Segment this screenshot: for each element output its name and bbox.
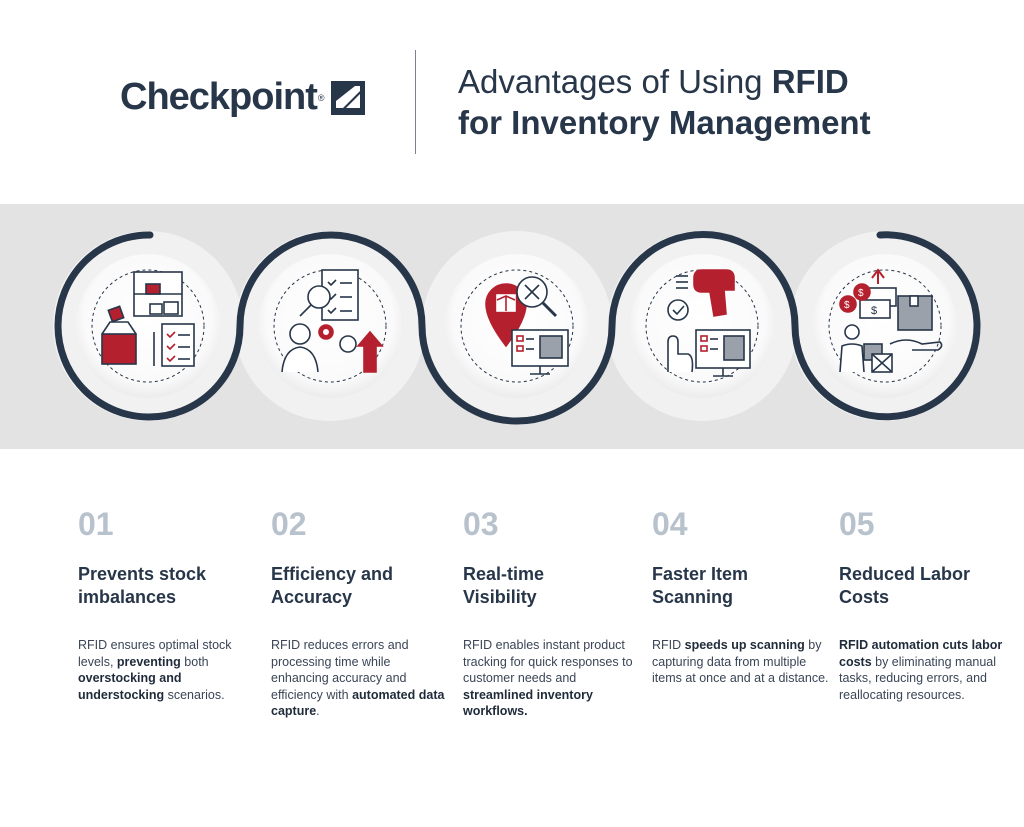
header: Checkpoint ® Advantages of Using RFID fo… [0, 0, 1024, 200]
advantage-heading: Reduced Labor Costs [839, 563, 1019, 613]
advantage-02: 02 Efficiency and Accuracy RFID reduces … [271, 505, 451, 720]
advantage-description: RFID automation cuts labor costs by elim… [839, 637, 1019, 703]
heading-line-1: Efficiency and [271, 564, 394, 584]
heading-line-2: Visibility [463, 587, 537, 607]
connector-wave [54, 231, 981, 425]
icon-band-graphic: $ $ $ [53, 231, 981, 425]
rfid-scanner-monitor-hand-icon [667, 269, 751, 377]
heading-line-1: Real-time [463, 564, 545, 584]
description-text: RFID ensures optimal stock levels, [78, 638, 232, 669]
advantage-01: 01 Prevents stock imbalances RFID ensure… [78, 505, 258, 703]
advantage-description: RFID ensures optimal stock levels, preve… [78, 637, 258, 703]
worker-checklist-gear-arrow-icon [281, 269, 384, 373]
svg-text:$: $ [858, 288, 864, 299]
heading-line-1: Reduced Labor [839, 564, 971, 584]
heading-line-2: Scanning [652, 587, 734, 607]
advantage-04: 04 Faster Item Scanning RFID speeds up s… [652, 505, 832, 687]
advantage-heading: Efficiency and Accuracy [271, 563, 451, 613]
advantage-03: 03 Real-time Visibility RFID enables ins… [463, 505, 643, 720]
description-text: RFID enables instant product tracking fo… [463, 638, 633, 685]
description-text: scenarios. [164, 687, 225, 702]
description-emphasis: overstocking and understocking [78, 671, 182, 702]
logo-wordmark: Checkpoint [120, 76, 318, 118]
advantage-number: 03 [463, 506, 499, 542]
description-emphasis: automated data capture [271, 687, 445, 719]
icon-band: $ $ $ [0, 204, 1024, 449]
heading-line-1: Faster Item [652, 564, 749, 584]
description-emphasis: speeds up scanning [684, 638, 805, 652]
warehouse-shelf-boxes-checklist-icon [101, 271, 195, 367]
heading-line-1: Prevents stock [78, 564, 207, 584]
registered-mark: ® [317, 92, 325, 103]
description-text: . [316, 704, 320, 718]
heading-line-2: Costs [839, 587, 890, 607]
advantage-number: 01 [78, 506, 114, 542]
description-text: RFID [652, 638, 685, 652]
advantage-number: 05 [839, 506, 875, 542]
checkpoint-logo-icon [330, 80, 365, 115]
advantage-number: 02 [271, 506, 307, 542]
location-pin-magnifier-monitor-icon [485, 276, 569, 375]
description-text: both [180, 654, 209, 669]
svg-text:$: $ [844, 300, 850, 311]
checkpoint-logo[interactable]: Checkpoint ® [120, 76, 365, 119]
title-prefix: Advantages of Using [458, 63, 772, 100]
advantage-heading: Real-time Visibility [463, 563, 643, 613]
heading-line-2: Accuracy [271, 587, 353, 607]
advantage-description: RFID enables instant product tracking fo… [463, 637, 643, 720]
money-worker-box-hand-icon: $ $ $ [839, 268, 943, 373]
description-emphasis: streamlined inventory workflows. [463, 687, 593, 719]
advantage-heading: Prevents stock imbalances [78, 563, 258, 613]
description-text: by capturing data from multiple items at… [652, 638, 829, 685]
advantage-05: 05 Reduced Labor Costs RFID automation c… [839, 505, 1019, 703]
title-line-2: for Inventory Management [458, 104, 871, 141]
description-emphasis: RFID automation cuts labor costs [839, 638, 1003, 669]
description-text: RFID reduces errors and processing time … [271, 638, 409, 702]
page-title: Advantages of Using RFID for Inventory M… [458, 62, 998, 144]
advantage-number: 04 [652, 506, 688, 542]
heading-line-2: imbalances [78, 587, 177, 607]
description-emphasis: preventing [116, 654, 181, 669]
advantage-description: RFID speeds up scanning by capturing dat… [652, 637, 832, 687]
svg-text:$: $ [871, 305, 877, 317]
header-divider [415, 50, 416, 154]
description-text: by eliminating manual tasks, reducing er… [839, 654, 997, 702]
advantage-heading: Faster Item Scanning [652, 563, 832, 613]
advantage-description: RFID reduces errors and processing time … [271, 637, 451, 720]
title-rfid: RFID [771, 63, 849, 100]
